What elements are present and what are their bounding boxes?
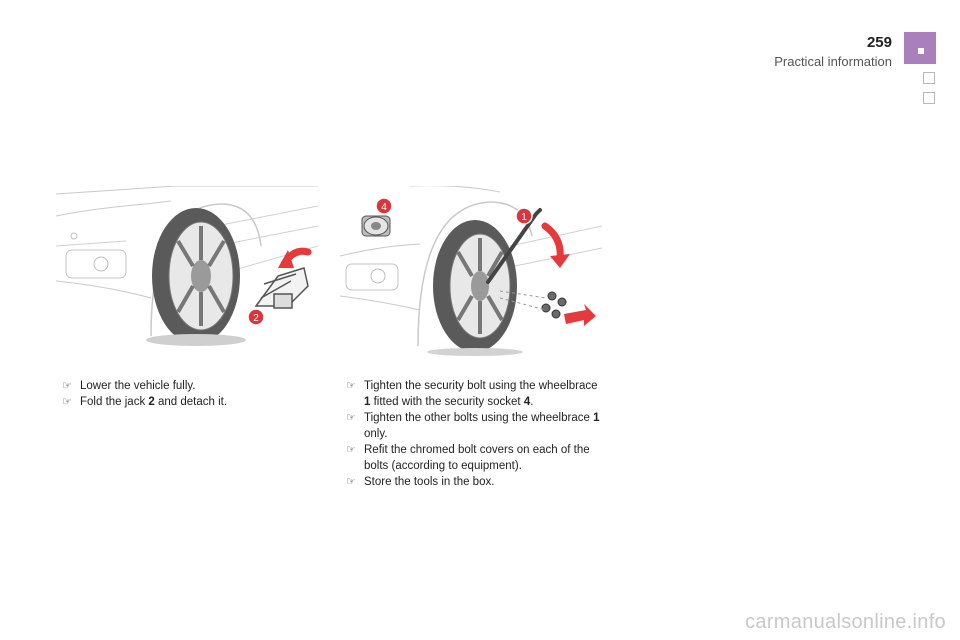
- security-socket-icon: [361, 215, 391, 237]
- section-tab-active[interactable]: [904, 32, 936, 64]
- callout-1-label: 1: [521, 212, 527, 223]
- pointer-icon: ☞: [346, 412, 356, 424]
- step-item: ☞ Store the tools in the box.: [346, 476, 495, 488]
- pointer-icon: ☞: [346, 476, 356, 488]
- step-item: ☞ Tighten the other bolts using the whee…: [346, 412, 600, 440]
- wheelbrace-illustration: 4: [340, 186, 602, 356]
- steps-right: ☞ Tighten the security bolt using the wh…: [346, 378, 602, 490]
- section-title: Practical information: [774, 54, 892, 69]
- tab-marker-icon: [918, 48, 924, 54]
- callout-4-label: 4: [381, 202, 387, 213]
- watermark: carmanualsonline.info: [745, 611, 946, 633]
- callout-2-label: 2: [253, 313, 259, 324]
- page-number: 259: [866, 34, 892, 51]
- figure-wheelbrace-bolts: 4: [340, 186, 602, 356]
- section-tab[interactable]: [923, 92, 935, 104]
- pointer-icon: ☞: [346, 444, 356, 456]
- pointer-icon: ☞: [62, 380, 72, 392]
- step-item: ☞ Tighten the security bolt using the wh…: [346, 380, 598, 408]
- step-item: ☞ Refit the chromed bolt covers on each …: [346, 444, 590, 472]
- step-item: ☞ Lower the vehicle fully.: [62, 380, 196, 392]
- callout-4: [375, 197, 393, 215]
- section-tab[interactable]: [923, 72, 935, 84]
- jack-illustration: 2: [56, 186, 318, 346]
- figure-lower-jack: 2: [56, 186, 318, 346]
- pointer-icon: ☞: [346, 380, 356, 392]
- pointer-icon: ☞: [62, 396, 72, 408]
- callout-2: [247, 308, 265, 326]
- step-item: ☞ Fold the jack 2 and detach it.: [62, 396, 228, 408]
- steps-left: ☞ Lower the vehicle fully. ☞ Fold the ja…: [62, 378, 312, 410]
- callout-1: [515, 207, 533, 225]
